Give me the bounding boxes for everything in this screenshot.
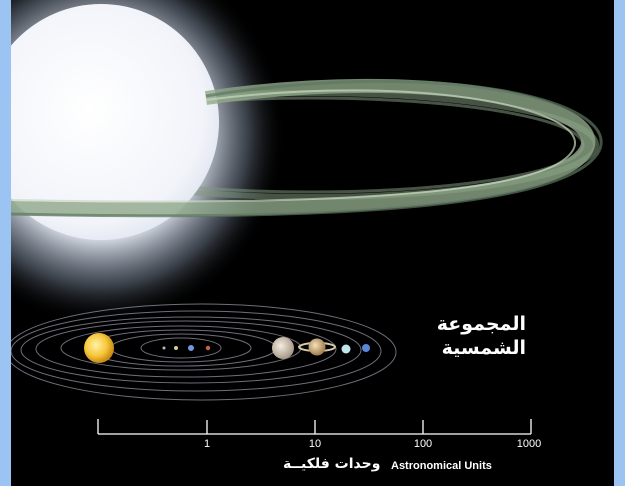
axis-tick-label-100: 100 — [413, 438, 433, 450]
neptune-icon — [362, 344, 370, 352]
solar-system-label-line1: المجموعة — [436, 313, 526, 335]
au-scale-axis — [97, 419, 532, 435]
saturn-icon — [298, 338, 336, 356]
debris-disk-front — [11, 78, 603, 218]
mars-icon — [205, 345, 211, 351]
sun-icon — [84, 333, 114, 363]
venus-icon — [174, 346, 178, 350]
uranus-icon — [341, 344, 351, 354]
axis-tick-label-10: 10 — [308, 438, 322, 450]
solar-system-label: المجموعة الشمسية — [396, 312, 526, 360]
illustration-frame: المجموعة الشمسية 1 10 100 1000 وحدات فلك… — [11, 0, 614, 486]
scene — [11, 0, 603, 435]
solar-system-label-line2: الشمسية — [441, 337, 526, 359]
axis-tick-label-1: 1 — [203, 438, 211, 450]
jupiter-icon — [272, 337, 294, 359]
mercury-icon — [162, 346, 166, 350]
axis-tick-label-1000: 1000 — [516, 438, 542, 450]
earth-icon — [188, 345, 194, 351]
axis-unit-english: Astronomical Units — [391, 460, 492, 472]
axis-unit-arabic: وحدات فلكيــة — [283, 456, 381, 472]
star — [11, 4, 219, 240]
